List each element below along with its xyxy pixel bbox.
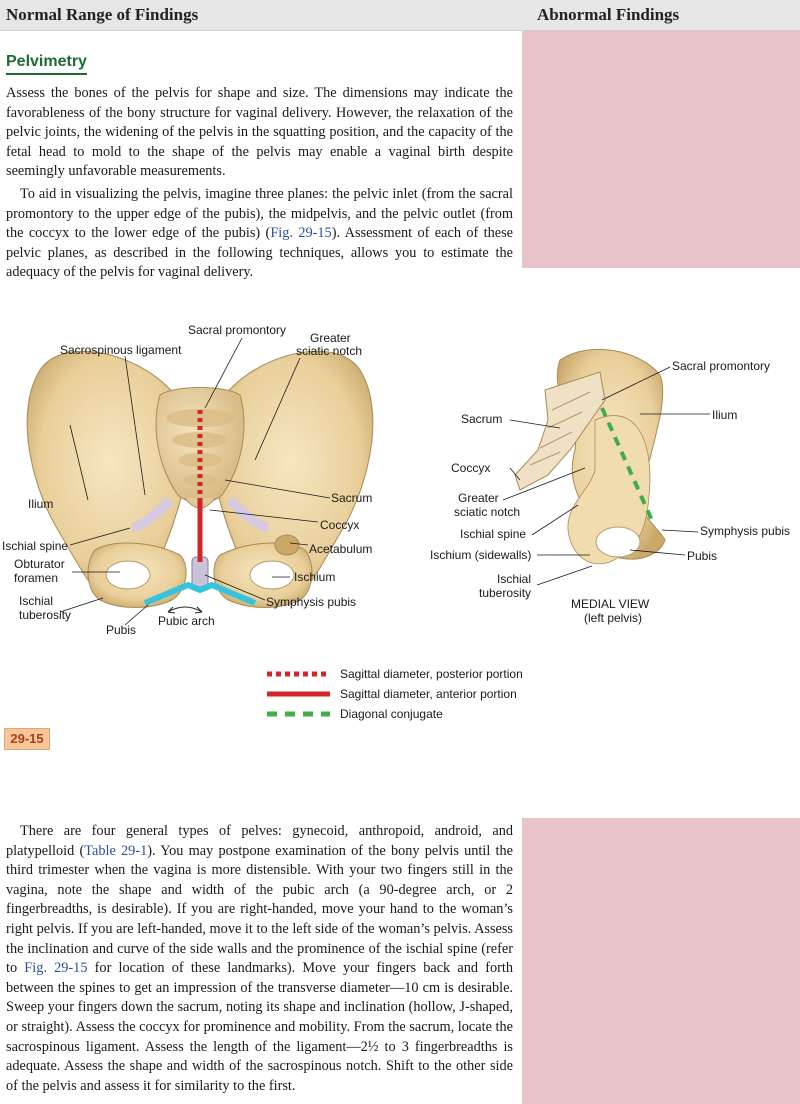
label-coccyx-front: Coccyx: [320, 518, 359, 532]
legend-label-diagonal: Diagonal conjugate: [340, 707, 443, 721]
label-acetabulum: Acetabulum: [309, 542, 372, 556]
label-symphysis-pubis-front: Symphysis pubis: [266, 595, 356, 609]
front-pelvis-illustration: [26, 350, 374, 608]
diagonal-conjugate-line: [600, 407, 656, 526]
header-abnormal-findings: Abnormal Findings: [537, 5, 680, 24]
label-greater-sciatic-notch-2: sciatic notch: [296, 344, 362, 358]
label-sacrospinous-ligament: Sacrospinous ligament: [60, 343, 182, 357]
header-normal-findings: Normal Range of Findings: [6, 5, 199, 24]
paragraph-planes: To aid in visualizing the pelvis, imagin…: [6, 185, 513, 283]
label-ischium-front: Ischium: [294, 570, 335, 584]
pubic-arch-marker: [143, 581, 257, 606]
label-coccyx-medial: Coccyx: [451, 461, 490, 475]
abnormal-findings-panel-bottom: [522, 818, 800, 1104]
label-greater-sciatic-notch-medial-2: sciatic notch: [454, 505, 520, 519]
legend-label-posterior: Sagittal diameter, posterior portion: [340, 667, 523, 681]
paragraph-types-text-1: There are four general types of pelves: …: [6, 823, 513, 859]
fig-29-15-link-2[interactable]: Fig. 29-15: [24, 960, 88, 977]
label-ischial-tuberosity-2: tuberosity: [19, 608, 71, 622]
medial-pelvis-illustration: [514, 348, 666, 565]
figure-number-badge: 29-15: [4, 728, 50, 750]
label-ischial-tuberosity-medial-1: Ischial: [497, 572, 531, 586]
label-sacral-promontory: Sacral promontory: [188, 323, 286, 337]
label-ischium-sidewalls: Ischium (sidewalls): [430, 548, 531, 562]
label-greater-sciatic-notch-medial-1: Greater: [458, 491, 499, 505]
medial-view-title: MEDIAL VIEW: [571, 597, 650, 611]
paragraph-planes-text-2: ). Assessment of each of these pelvic pl…: [6, 225, 514, 281]
label-greater-sciatic-notch-1: Greater: [310, 331, 351, 345]
section-title: Pelvimetry: [6, 53, 87, 75]
pelvis-figure: Sacral promontory Greater sciatic notch …: [2, 323, 790, 721]
fig-29-15-link[interactable]: Fig. 29-15: [270, 225, 332, 242]
paragraph-intro: Assess the bones of the pelvis for shape…: [6, 85, 513, 180]
paragraph-planes-text-1: To aid in visualizing the pelvis, imagin…: [6, 186, 513, 242]
label-pubic-arch: Pubic arch: [158, 614, 215, 628]
paragraph-pelvis-types: There are four general types of pelves: …: [6, 822, 513, 1096]
table-29-1-link[interactable]: Table 29-1: [84, 842, 148, 859]
pubic-arch-arrow: [167, 606, 203, 613]
label-ilium-front: Ilium: [28, 497, 53, 511]
label-sacrum-front: Sacrum: [331, 491, 372, 505]
label-pubis-medial: Pubis: [687, 549, 717, 563]
figure-legend: Sagittal diameter, posterior portion Sag…: [267, 667, 523, 721]
label-ischial-tuberosity-medial-2: tuberosity: [479, 586, 531, 600]
paragraph-types-text-3: for location of these landmarks). Move y…: [6, 960, 513, 1094]
front-leader-lines: [59, 337, 331, 626]
label-ischial-spine-front: Ischial spine: [2, 539, 68, 553]
medial-view-subtitle: (left pelvis): [584, 611, 642, 625]
legend-label-anterior: Sagittal diameter, anterior portion: [340, 687, 517, 701]
label-pubis-front: Pubis: [106, 623, 136, 637]
page-header: Normal Range of Findings Abnormal Findin…: [0, 0, 800, 31]
paragraph-types-text-2: ). You may postpone examination of the b…: [6, 842, 513, 977]
label-sacrum-medial: Sacrum: [461, 412, 502, 426]
medial-leader-lines: [502, 366, 710, 586]
label-ischial-tuberosity-1: Ischial: [19, 594, 53, 608]
label-obturator-2: foramen: [14, 571, 58, 585]
label-ischial-spine-medial: Ischial spine: [460, 527, 526, 541]
abnormal-findings-panel-top: [522, 31, 800, 268]
label-sacral-promontory-medial: Sacral promontory: [672, 359, 770, 373]
label-obturator-1: Obturator: [14, 557, 65, 571]
label-symphysis-pubis-medial: Symphysis pubis: [700, 524, 790, 538]
label-ilium-medial: Ilium: [712, 408, 737, 422]
